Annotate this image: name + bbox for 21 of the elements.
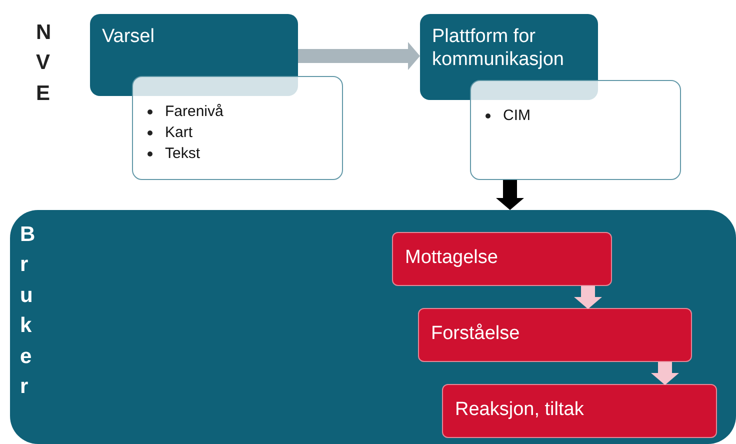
box-heading: Varsel — [102, 26, 156, 49]
step-label: Forståelse — [431, 323, 521, 346]
step-label: Mottagelse — [405, 247, 499, 270]
block-arrow — [574, 286, 602, 309]
user-band — [10, 210, 736, 444]
step-box — [442, 384, 717, 438]
vertical-label: NVE — [36, 20, 52, 107]
bullet-item: CIM — [503, 106, 530, 126]
block-arrow — [651, 362, 679, 385]
step-box — [392, 232, 612, 286]
step-label: Reaksjon, tiltak — [455, 399, 585, 422]
bullet-item: Farenivå — [165, 102, 224, 122]
block-arrow — [298, 42, 420, 70]
bullet-item: Kart — [165, 123, 193, 143]
vertical-heading: Bruker — [20, 222, 36, 400]
block-arrow — [496, 180, 524, 210]
step-box — [418, 308, 692, 362]
list-box — [470, 80, 681, 180]
list-box — [132, 76, 343, 180]
box-heading: Plattform for kommunikasjon — [432, 26, 565, 72]
bullet-item: Tekst — [165, 144, 200, 164]
